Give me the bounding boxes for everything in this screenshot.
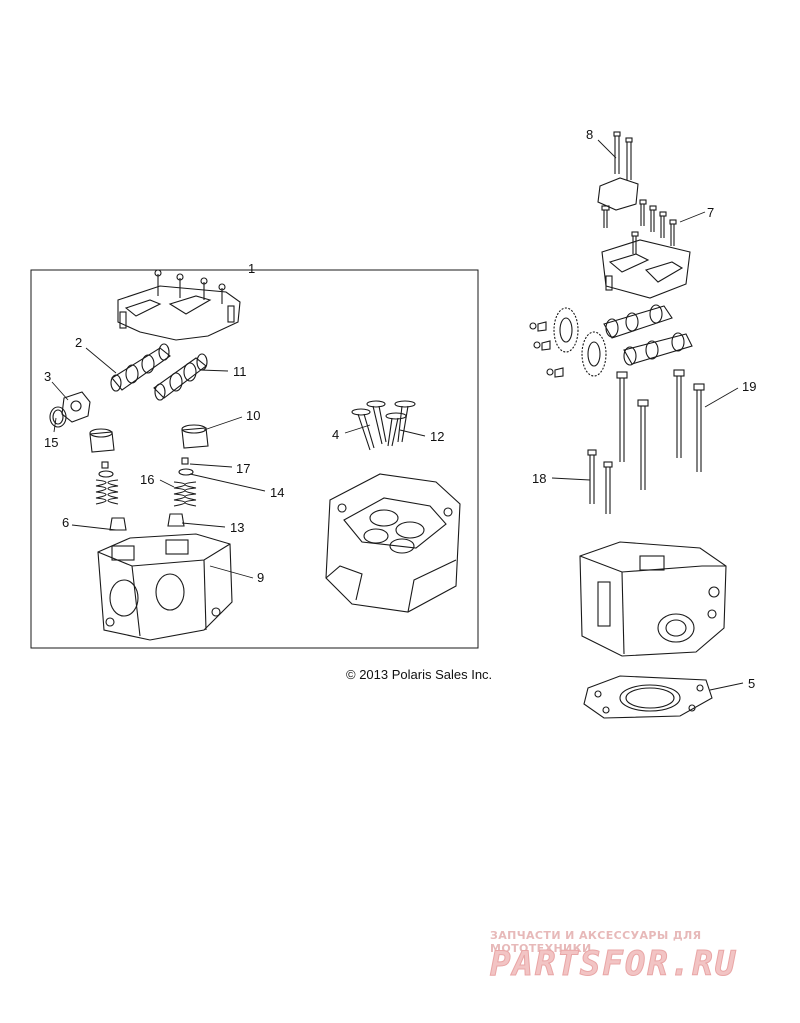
bolts-8 <box>597 131 639 211</box>
callout-13: 13 <box>230 520 245 535</box>
callout-8: 8 <box>586 127 594 142</box>
leader-lines <box>51 139 744 691</box>
callout-9: 9 <box>257 570 265 585</box>
valve-spring-set-right <box>167 457 197 527</box>
watermark-brand: PARTSFOR.RU <box>489 944 738 985</box>
cylinder-head-right <box>579 541 727 657</box>
valves <box>351 400 416 451</box>
camshaft-intake <box>110 343 171 392</box>
callout-1: 1 <box>248 261 256 276</box>
cylinder-head-top-view <box>325 473 461 613</box>
callout-15: 15 <box>44 435 59 450</box>
callout-16: 16 <box>140 472 155 487</box>
head-gasket <box>583 675 713 719</box>
watermark-tagline: ЗАПЧАСТИ И АКСЕССУАРЫ ДЛЯ МОТОТЕХНИКИ <box>490 929 702 955</box>
callout-6: 6 <box>62 515 70 530</box>
callout-18: 18 <box>532 471 547 486</box>
callout-11: 11 <box>233 364 247 379</box>
callout-3: 3 <box>44 369 52 384</box>
bolts-7 <box>601 199 677 254</box>
callout-19: 19 <box>742 379 757 394</box>
callout-14: 14 <box>270 485 285 500</box>
callout-10: 10 <box>246 408 261 423</box>
copyright-notice: © 2013 Polaris Sales Inc. <box>346 667 493 682</box>
callout-7: 7 <box>707 205 715 220</box>
cylinder-head-kit <box>97 533 233 641</box>
camshaft-exhaust <box>153 353 208 401</box>
callout-12: 12 <box>430 429 445 444</box>
cam-carrier-upper <box>117 269 241 341</box>
valve-tappets <box>89 424 209 453</box>
callout-5: 5 <box>748 676 756 691</box>
kit-bracket-box <box>30 269 479 649</box>
valve-spring-set-left <box>95 461 127 531</box>
cam-sprockets <box>529 304 693 378</box>
callout-2: 2 <box>75 335 83 350</box>
head-bolts <box>587 369 705 514</box>
cam-end-plate <box>49 391 91 428</box>
callout-4: 4 <box>332 427 340 442</box>
callout-17: 17 <box>236 461 251 476</box>
cam-carrier-right <box>601 239 691 299</box>
